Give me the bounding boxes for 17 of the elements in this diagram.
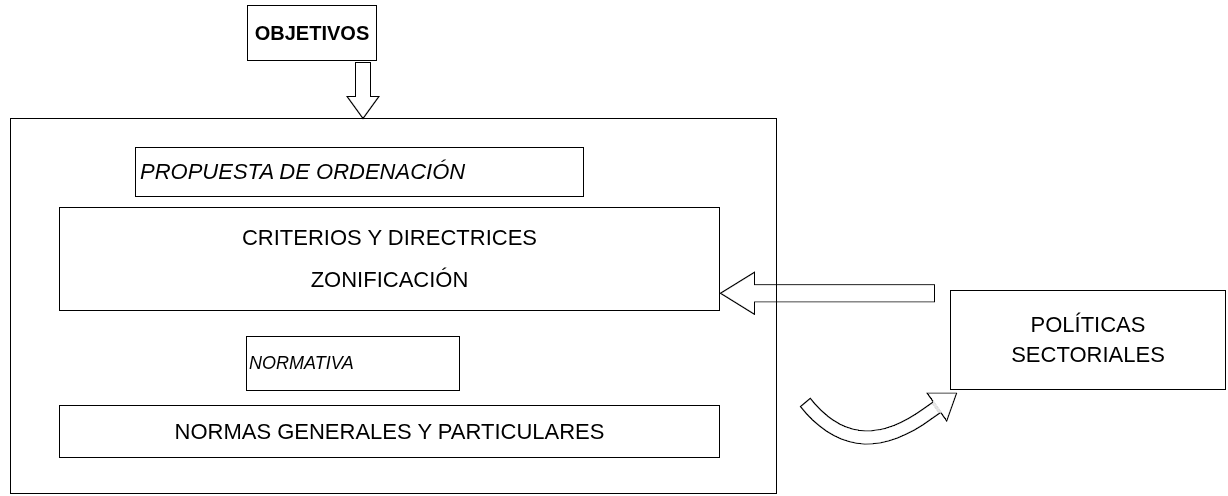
process-box [59,207,720,311]
node-label: PROPUESTA DE ORDENACIÓN [140,158,467,187]
node-label: OBJETIVOS [253,20,371,46]
process-box [246,336,460,391]
process-box [59,405,720,458]
block-arrow [719,271,935,316]
block-arrow [799,392,958,445]
node-label: NORMATIVA [249,352,355,376]
process-box [135,147,584,197]
node-label: ZONIFICACIÓN [309,266,470,294]
container-box [10,118,777,494]
process-box [950,290,1226,390]
process-box [247,5,377,61]
node-label: NORMAS GENERALES Y PARTICULARES [173,417,606,446]
block-arrow [346,62,380,120]
node-label: CRITERIOS Y DIRECTRICES [241,224,538,253]
node-label: POLÍTICAS SECTORIALES [1010,311,1166,369]
